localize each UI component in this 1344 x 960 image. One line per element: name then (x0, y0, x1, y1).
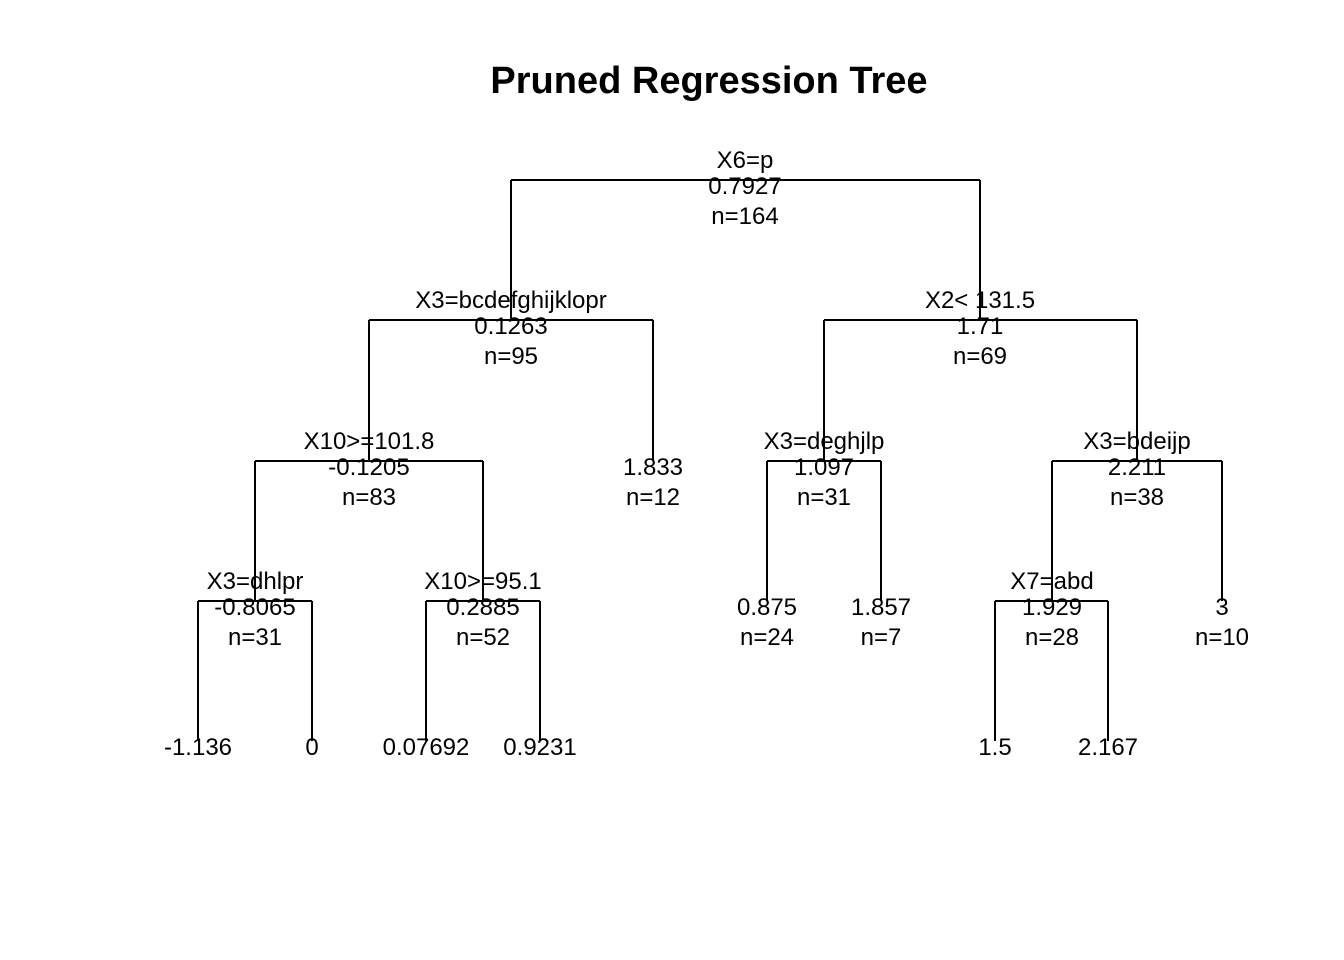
leaf-count-label: n=7 (861, 624, 902, 651)
node-split-label: X6=p (717, 147, 774, 174)
leaf-mean-value: 0 (305, 734, 318, 761)
node-split-label: X7=abd (1010, 568, 1093, 595)
node-split-label: X3=bcdefghijklopr (415, 287, 606, 314)
node-mean-value: 0.1263 (474, 313, 547, 340)
node-mean-value: -0.1205 (328, 454, 409, 481)
leaf-mean-value: -1.136 (164, 734, 232, 761)
node-mean-value: 1.71 (957, 313, 1004, 340)
node-count-label: n=52 (456, 624, 510, 651)
leaf-mean-value: 3 (1215, 594, 1228, 621)
node-count-label: n=164 (711, 203, 778, 230)
leaf-mean-value: 1.5 (978, 734, 1011, 761)
leaf-count-label: n=10 (1195, 624, 1249, 651)
leaf-mean-value: 1.833 (623, 454, 683, 481)
leaf-mean-value: 0.9231 (503, 734, 576, 761)
leaf-count-label: n=12 (626, 484, 680, 511)
leaf-mean-value: 1.857 (851, 594, 911, 621)
node-split-label: X10>=95.1 (424, 568, 541, 595)
tree-branches (197, 179, 1223, 741)
leaf-mean-value: 2.167 (1078, 734, 1138, 761)
node-mean-value: 2.211 (1108, 454, 1166, 481)
node-split-label: X3=dhlpr (207, 568, 304, 595)
node-split-label: X3=bdeijp (1083, 428, 1190, 455)
node-count-label: n=38 (1110, 484, 1164, 511)
node-mean-value: 0.2885 (446, 594, 519, 621)
node-count-label: n=31 (228, 624, 282, 651)
node-split-label: X10>=101.8 (304, 428, 435, 455)
node-count-label: n=28 (1025, 624, 1079, 651)
leaf-mean-value: 0.07692 (383, 734, 470, 761)
node-count-label: n=69 (953, 343, 1007, 370)
node-count-label: n=31 (797, 484, 851, 511)
node-mean-value: 1.097 (794, 454, 854, 481)
node-mean-value: -0.8065 (214, 594, 295, 621)
leaf-mean-value: 0.875 (737, 594, 797, 621)
diagram-title: Pruned Regression Tree (490, 60, 927, 102)
node-count-label: n=83 (342, 484, 396, 511)
node-mean-value: 0.7927 (708, 173, 781, 200)
node-count-label: n=95 (484, 343, 538, 370)
leaf-count-label: n=24 (740, 624, 794, 651)
node-split-label: X2< 131.5 (925, 287, 1035, 314)
node-mean-value: 1.929 (1022, 594, 1082, 621)
node-split-label: X3=deghjlp (764, 428, 885, 455)
